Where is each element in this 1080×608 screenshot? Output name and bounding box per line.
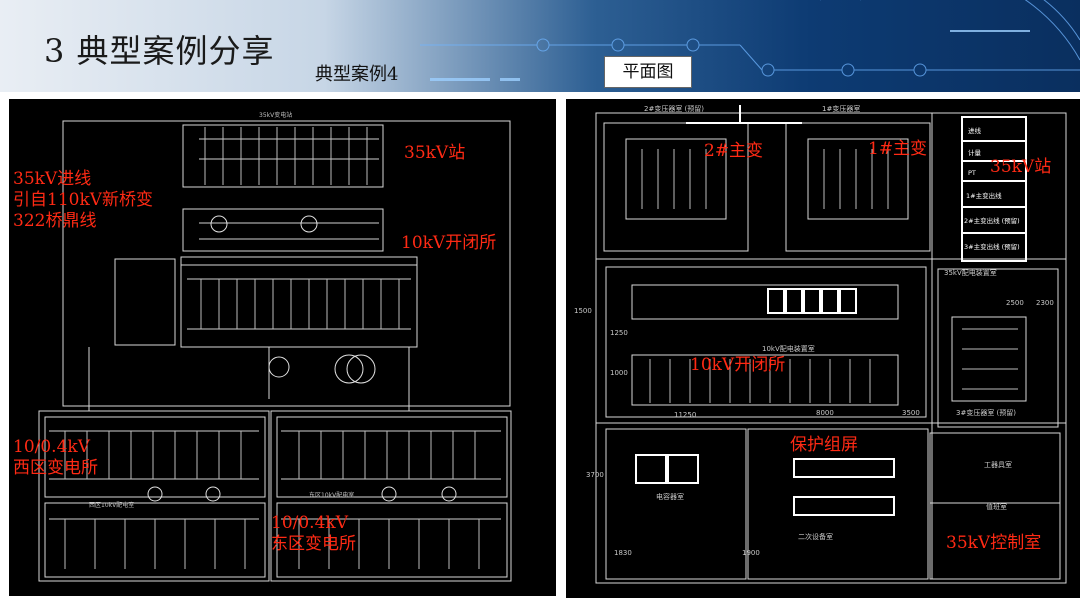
dim-1830: 1830 — [614, 549, 632, 557]
label-west-substation: 10/0.4kV 西区变电所 — [13, 437, 98, 478]
room-10kv-device: 10kV配电装置室 — [762, 344, 815, 353]
label-incoming-line: 35kV进线 引自110kV新桥变 322桥鼎线 — [13, 169, 154, 231]
label-10kv-switching: 10kV开闭所 — [401, 233, 497, 253]
label-protection-panel: 保护组屏 — [790, 435, 858, 455]
dim-3500: 3500 — [902, 409, 920, 417]
label-transformer-2: 2#主变 — [704, 141, 764, 161]
label-10kv-switching-plan: 10kV开闭所 — [690, 355, 786, 375]
cabinet-1-outgoing: 1#主变出线 — [966, 191, 1002, 200]
plan-drawing: 2#变压器室 (预留) 1#变压器室 35kV配电装置室 10kV配电装置室 3… — [574, 104, 1067, 584]
case-subtitle: 典型案例4 — [315, 64, 399, 85]
dim-1900: 1900 — [742, 549, 760, 557]
cabinet-metering: 计量 — [968, 148, 982, 157]
slide-header: 3 典型案例分享 典型案例4 — [0, 0, 1080, 92]
dim-8000: 8000 — [816, 409, 834, 417]
room-2-transformer: 2#变压器室 (预留) — [644, 104, 704, 113]
tool-room: 工器具室 — [984, 460, 1012, 469]
label-east-substation: 10/0.4kV 东区变电所 — [271, 513, 356, 554]
dim-2300: 2300 — [1036, 299, 1054, 307]
room-35kv-device: 35kV配电装置室 — [944, 268, 997, 277]
secondary-room: 二次设备室 — [798, 532, 833, 541]
room-1-transformer: 1#变压器室 — [822, 104, 860, 113]
wiring-drawing: 35kV变电站 西区10kV配电室 东区10kV配电室 — [38, 111, 512, 582]
cabinet-pt: PT — [968, 169, 976, 177]
station-caption: 35kV变电站 — [259, 111, 292, 119]
east-caption: 东区10kV配电室 — [309, 491, 354, 499]
dim-1250: 1250 — [610, 329, 628, 337]
floor-plan-drawing: 2#变压器室 (预留) 1#变压器室 35kV配电装置室 10kV配电装置室 3… — [566, 99, 1080, 598]
single-line-diagram: 35kV变电站 西区10kV配电室 东区10kV配电室 35kV站 35kV进线… — [9, 99, 556, 596]
duty-room: 值班室 — [986, 502, 1007, 511]
cabinet-3-outgoing: 3#主变出线 (预留) — [964, 242, 1020, 251]
slide-title: 3 典型案例分享 — [44, 32, 275, 70]
circuit-decoration — [420, 0, 1080, 81]
dim-3700: 3700 — [586, 471, 604, 479]
room-3-transformer: 3#变压器室 (预留) — [956, 408, 1016, 417]
west-caption: 西区10kV配电室 — [89, 501, 134, 509]
cabinet-incoming: 进线 — [968, 126, 982, 135]
label-35kv-control-room: 35kV控制室 — [946, 533, 1042, 553]
dim-2500: 2500 — [1006, 299, 1024, 307]
cabinet-2-outgoing: 2#主变出线 (预留) — [964, 216, 1020, 225]
floor-plan-label: 平面图 — [604, 56, 692, 88]
label-35kv-station-plan: 35kV站 — [990, 157, 1052, 177]
dim-1000: 1000 — [610, 369, 628, 377]
label-35kv-station: 35kV站 — [404, 143, 466, 163]
capacitor-room: 电容器室 — [656, 492, 684, 501]
dim-11250: 11250 — [674, 411, 696, 419]
label-transformer-1: 1#主变 — [868, 139, 928, 159]
dim-1500: 1500 — [574, 307, 592, 315]
